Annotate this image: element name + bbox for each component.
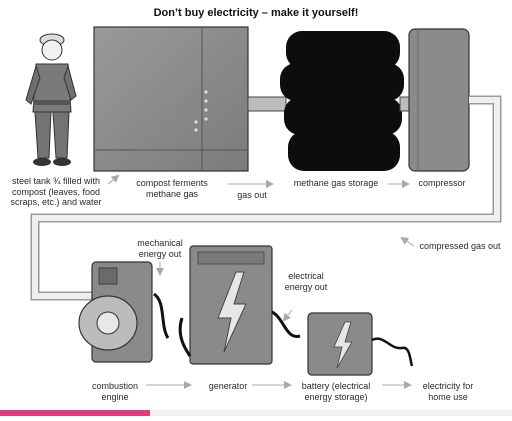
label-combustion-engine: combustion engine xyxy=(91,381,139,402)
lightning-bolt-icon xyxy=(217,271,247,353)
label-steel-tank: steel tank ¾ filled with compost (leaves… xyxy=(10,176,102,207)
label-generator: generator xyxy=(208,381,248,391)
page-edge-bar xyxy=(0,410,512,416)
label-methane-storage: methane gas storage xyxy=(293,178,379,188)
label-compost-ferments: compost ferments methane gas xyxy=(136,178,208,199)
battery-unit xyxy=(307,312,414,376)
label-compressed-gas-out: compressed gas out xyxy=(419,241,501,251)
label-compressor: compressor xyxy=(418,178,466,188)
label-battery: battery (electrical energy storage) xyxy=(301,381,371,402)
steel-tank xyxy=(93,26,249,172)
methane-storage-tank xyxy=(280,31,404,171)
label-electrical-energy-out: electrical energy out xyxy=(284,271,328,292)
combustion-engine xyxy=(78,261,170,363)
worker-illustration xyxy=(25,33,77,166)
diagram-title: Don’t buy electricity – make it yourself… xyxy=(153,7,359,19)
battery-lightning-icon xyxy=(333,321,353,369)
compressor-unit xyxy=(408,28,470,172)
label-mechanical-energy-out: mechanical energy out xyxy=(137,238,183,259)
label-electricity-home: electricity for home use xyxy=(422,381,474,402)
flow-arrows xyxy=(107,174,415,389)
pipe-tank-to-storage xyxy=(247,96,287,112)
accent-strip xyxy=(0,410,150,416)
label-gas-out: gas out xyxy=(237,190,267,200)
generator-unit xyxy=(178,245,301,365)
